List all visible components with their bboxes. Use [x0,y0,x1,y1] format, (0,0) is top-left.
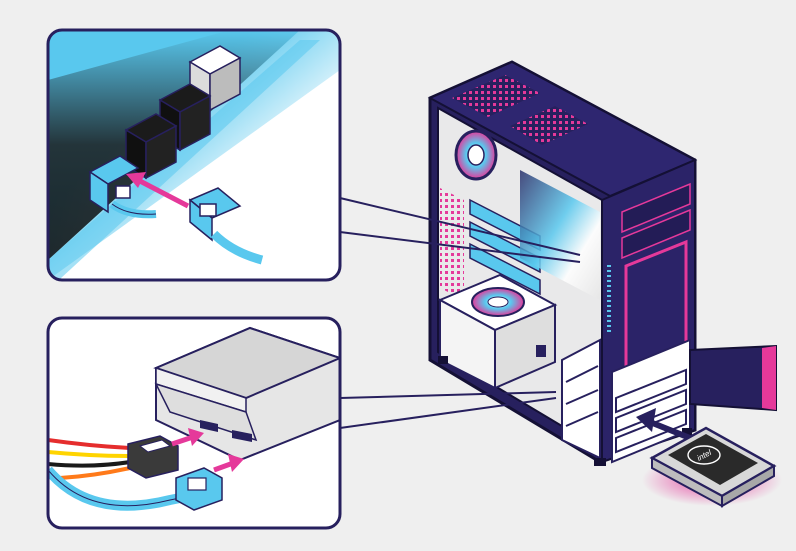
sata-data-cable-connector [188,187,264,265]
top-mesh-right [510,106,588,145]
intel-logo [687,445,721,465]
top-mesh-left [452,75,540,117]
interior-rear-mesh [440,188,464,300]
arrow-right-icon [213,454,244,473]
case-foot-rear [438,356,448,364]
callout-lines [339,197,581,429]
sata-power-cable [48,435,179,480]
pc-case [427,60,777,466]
inset-motherboard-sata [46,28,342,282]
sata-port-stack [124,45,242,180]
sata-connector-plugged [88,155,157,219]
case-foot-right [682,428,692,436]
arrow-up-left-icon [636,408,692,441]
drive-cage [561,338,601,460]
power-supply-unit [437,273,558,390]
rear-fan [454,129,498,181]
optical-bay-2 [621,208,691,260]
case-foot-front [594,458,606,466]
glass-highlight [520,170,600,300]
optical-bay-1 [621,182,691,234]
sata-data-cable [48,466,223,511]
arrow-right-icon [171,428,204,447]
hard-drive [153,326,340,462]
inset-drive-connection [46,316,342,530]
arrow-right-icon [126,172,190,209]
ssd-drive: intel [642,426,782,508]
